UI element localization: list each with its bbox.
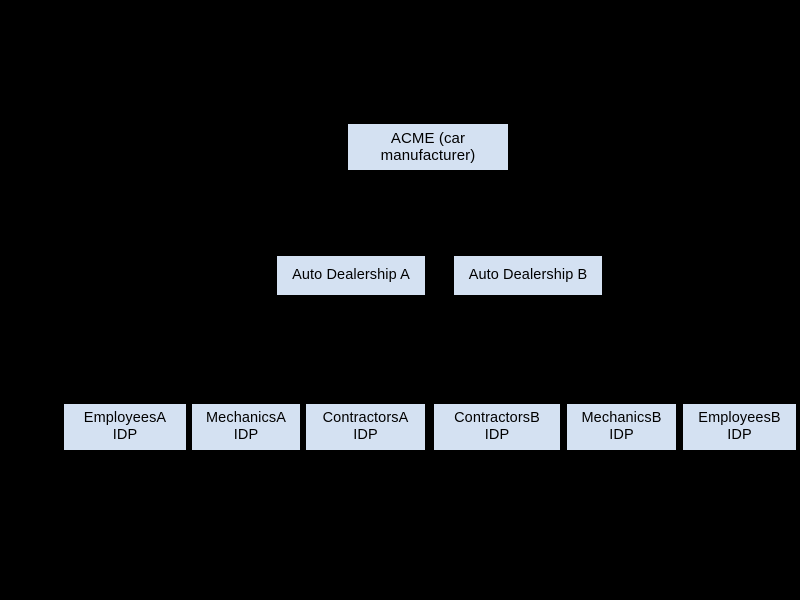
node-employees-b-idp[interactable]: EmployeesB IDP xyxy=(683,404,796,450)
node-contractors-a-idp[interactable]: ContractorsA IDP xyxy=(306,404,425,450)
node-auto-dealership-b[interactable]: Auto Dealership B xyxy=(454,256,602,295)
node-contractors-b-idp[interactable]: ContractorsB IDP xyxy=(434,404,560,450)
node-auto-dealership-a[interactable]: Auto Dealership A xyxy=(277,256,425,295)
node-acme[interactable]: ACME (car manufacturer) xyxy=(348,124,508,170)
node-mechanics-b-idp[interactable]: MechanicsB IDP xyxy=(567,404,676,450)
node-mechanics-a-idp[interactable]: MechanicsA IDP xyxy=(192,404,300,450)
node-employees-a-idp[interactable]: EmployeesA IDP xyxy=(64,404,186,450)
